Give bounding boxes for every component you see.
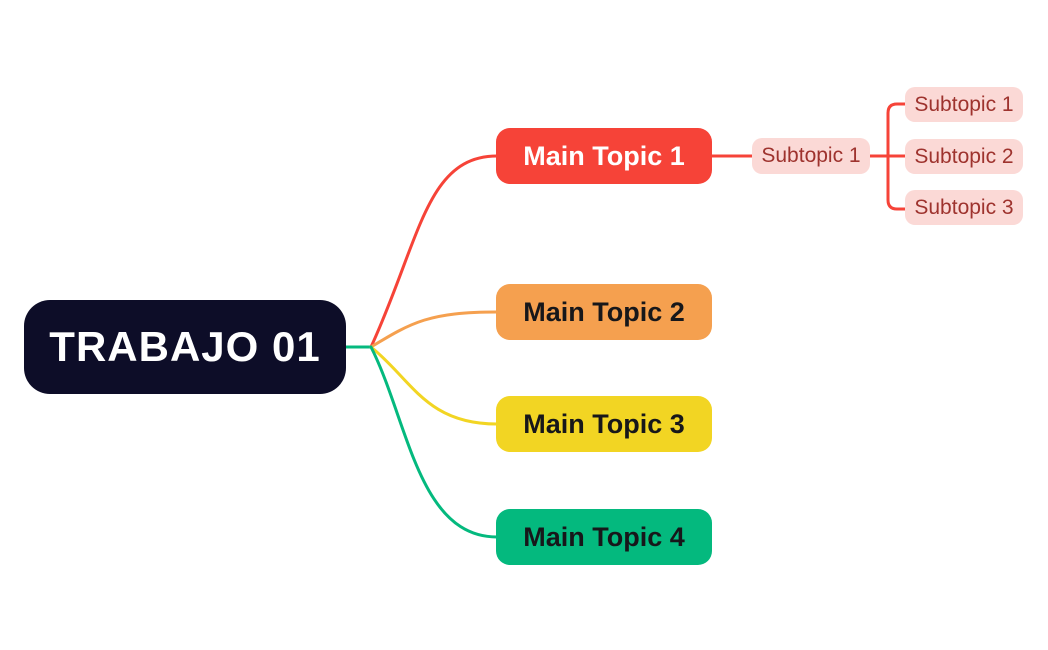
branch-main-topic-3 [369,345,499,426]
branch-subtopic-trunk [886,102,907,211]
root-node-label: TRABAJO 01 [49,323,321,370]
subtopic-3-label: Subtopic 3 [914,195,1014,219]
subtopic-1-label: Subtopic 1 [914,92,1014,116]
main-topic-1-label: Main Topic 1 [523,140,685,171]
main-topic-4-node[interactable]: Main Topic 4 [496,509,712,565]
subtopic-level1-label: Subtopic 1 [761,144,861,167]
subtopic-3-node[interactable]: Subtopic 3 [905,190,1023,225]
branch-main-topic-1 [369,154,499,349]
main-topic-2-node[interactable]: Main Topic 2 [496,284,712,340]
subtopic-1-node[interactable]: Subtopic 1 [905,87,1023,122]
subtopic-2-node[interactable]: Subtopic 2 [905,139,1023,174]
branch-main-topic-2 [369,310,499,349]
main-topic-2-label: Main Topic 2 [523,296,685,327]
main-topic-3-node[interactable]: Main Topic 3 [496,396,712,452]
main-topic-3-label: Main Topic 3 [523,408,685,439]
subtopic-level1-node[interactable]: Subtopic 1 [752,138,870,174]
branch-main-topic-4 [369,345,499,539]
main-topic-1-node[interactable]: Main Topic 1 [496,128,712,184]
subtopic-2-label: Subtopic 2 [914,144,1014,168]
main-topic-4-label: Main Topic 4 [523,521,685,552]
root-node[interactable]: TRABAJO 01 [24,300,346,394]
